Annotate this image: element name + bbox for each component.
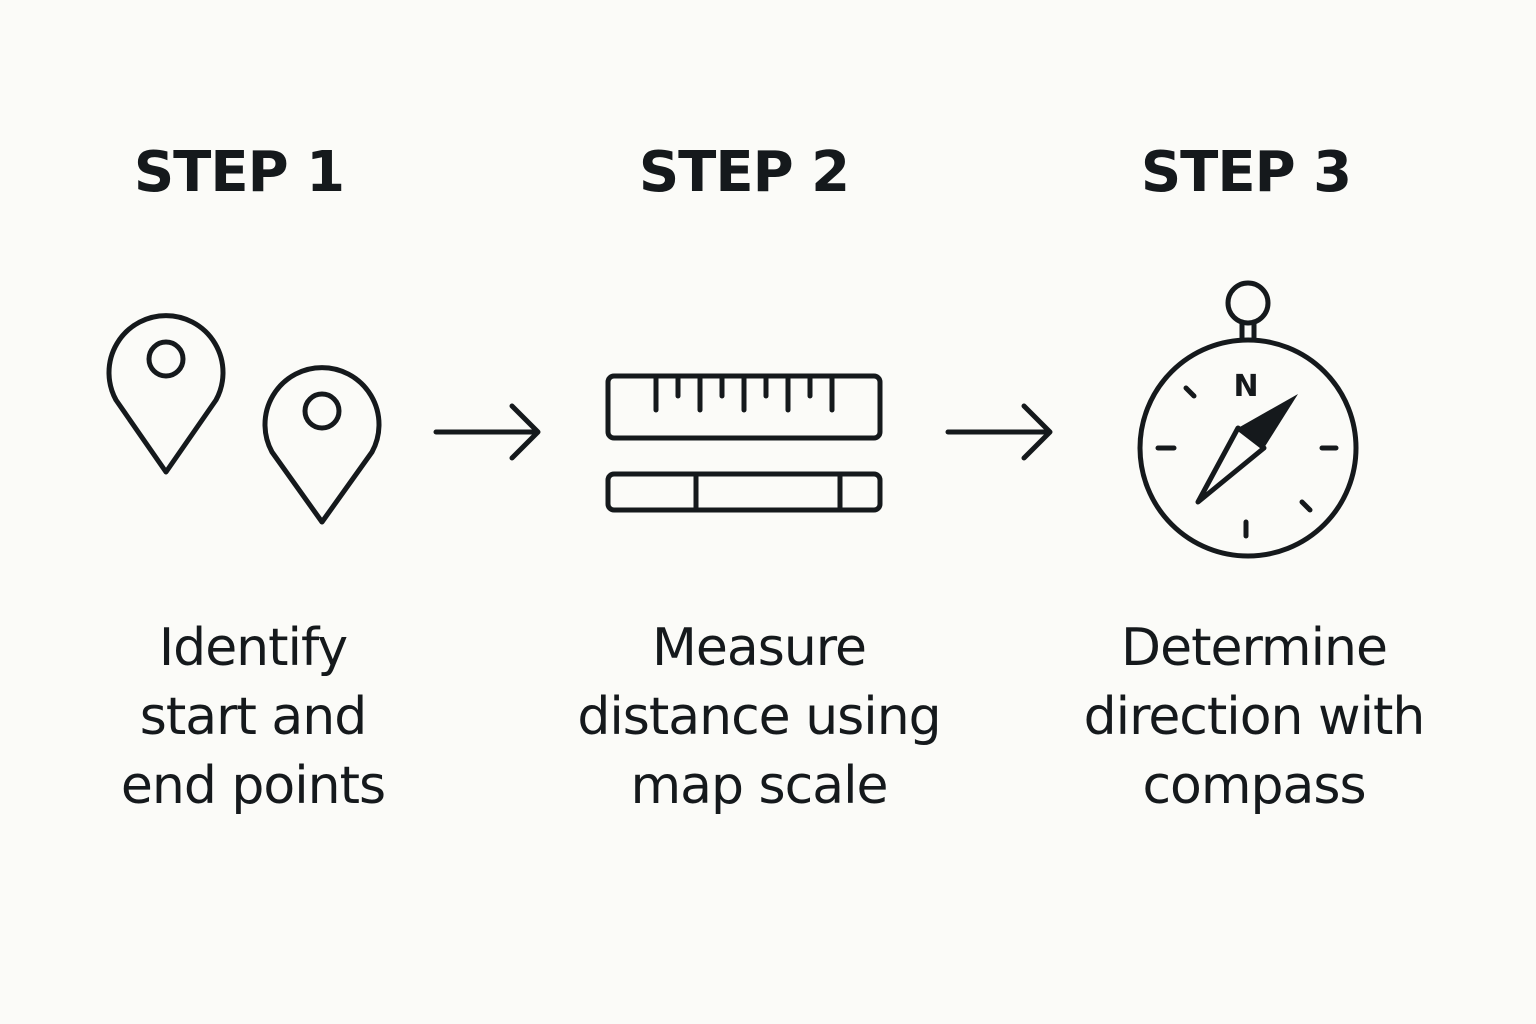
description-line: Identify <box>158 618 348 678</box>
scale-bar-icon <box>605 471 883 513</box>
arrow-right-icon <box>433 403 541 461</box>
compass-needle-icon <box>1195 394 1298 505</box>
ruler-icon <box>605 373 883 441</box>
step-description: Determine direction with compass <box>1044 614 1464 821</box>
compass-ring-icon <box>1225 280 1271 326</box>
description-line: Measure <box>652 618 867 678</box>
step-title: STEP 1 <box>133 140 345 205</box>
step-description: Identify start and end points <box>43 614 463 821</box>
step-description: Measure distance using map scale <box>549 614 969 821</box>
compass-face-icon <box>1137 337 1359 559</box>
description-line: map scale <box>630 756 888 816</box>
map-pins-icon <box>106 313 382 525</box>
description-line: distance using <box>577 687 941 747</box>
description-line: compass <box>1142 756 1366 816</box>
end-pin-icon <box>262 365 382 525</box>
description-line: direction with <box>1083 687 1426 747</box>
description-line: end points <box>120 756 386 816</box>
start-pin-icon <box>106 313 226 475</box>
description-line: Determine <box>1121 618 1388 678</box>
description-line: start and <box>139 687 367 747</box>
step-title: STEP 3 <box>1140 140 1352 205</box>
compass-hinge-icon <box>1239 319 1257 341</box>
step-title: STEP 2 <box>638 140 850 205</box>
compass-north-letter: N <box>1233 369 1258 404</box>
arrow-right-icon <box>945 403 1053 461</box>
map-scale-ruler-icon <box>605 373 883 513</box>
compass-ticks-icon <box>1155 385 1339 539</box>
compass-icon: N <box>1137 280 1359 559</box>
